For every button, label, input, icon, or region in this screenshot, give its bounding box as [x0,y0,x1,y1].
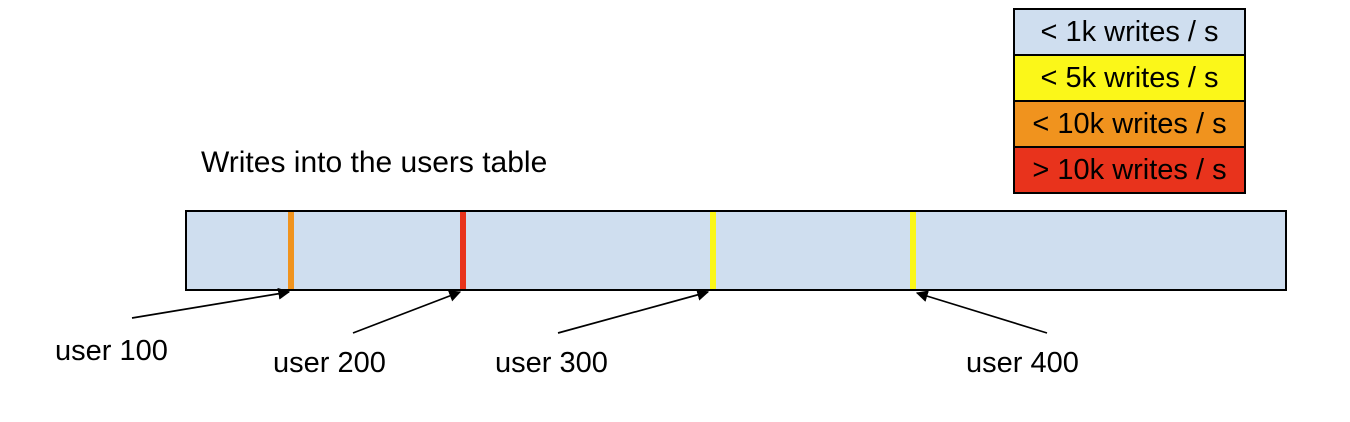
legend-item-label: < 1k writes / s [1040,15,1219,48]
annotation-arrow-user-300 [557,289,710,334]
hotspot-marker-user-400 [910,212,916,289]
hotspot-marker-user-300 [710,212,716,289]
legend-item-label: > 10k writes / s [1032,153,1227,186]
legend-item-label: < 10k writes / s [1032,107,1227,140]
legend-item-lt-1k: < 1k writes / s [1013,8,1246,56]
hotspot-marker-user-200 [460,212,466,289]
user-label-user-100: user 100 [55,335,168,367]
hotspot-marker-user-100 [288,212,294,289]
legend-item-lt-5k: < 5k writes / s [1013,54,1246,102]
annotation-arrow-user-400 [915,290,1048,334]
users-table-bar [185,210,1287,291]
user-label-user-400: user 400 [966,347,1079,379]
legend-item-lt-10k: < 10k writes / s [1013,100,1246,148]
user-label-user-300: user 300 [495,347,608,379]
legend-item-gt-10k: > 10k writes / s [1013,146,1246,194]
user-label-user-200: user 200 [273,347,386,379]
annotation-arrow-user-100 [131,287,291,319]
legend-item-label: < 5k writes / s [1040,61,1219,94]
legend: < 1k writes / s < 5k writes / s < 10k writ… [1013,8,1246,194]
annotation-arrow-user-200 [352,290,462,334]
diagram-title: Writes into the users table [201,146,548,179]
